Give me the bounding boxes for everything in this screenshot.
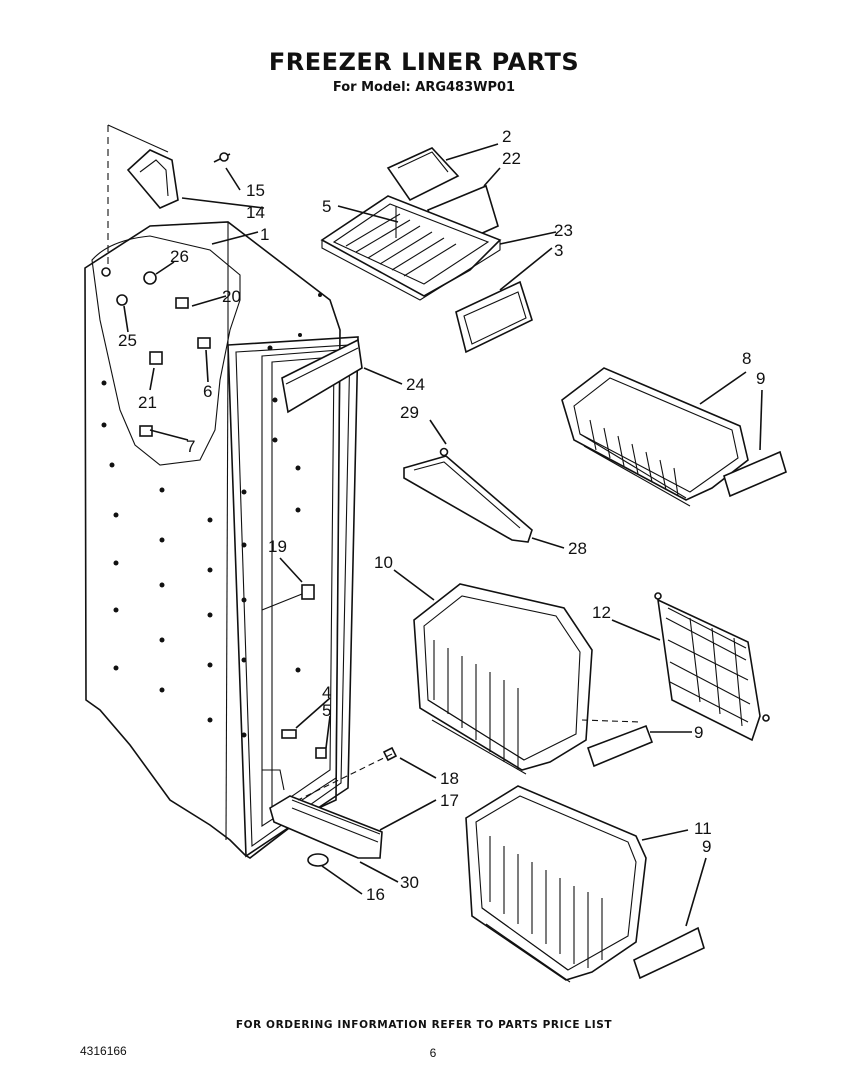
handle-bracket: [126, 149, 231, 209]
callout-30: 30: [400, 873, 419, 892]
basket-bottom: [465, 785, 705, 983]
callout-8: 8: [742, 349, 751, 368]
callout-9-middle: 9: [694, 723, 703, 742]
callout-25: 25: [118, 331, 137, 350]
callout-5-top: 5: [322, 197, 331, 216]
callout-29: 29: [400, 403, 419, 422]
callout-19: 19: [268, 537, 287, 556]
model-subtitle: For Model: ARG483WP01: [332, 80, 516, 95]
callout-5-bottom: 5: [322, 701, 331, 720]
callout-10: 10: [374, 553, 393, 572]
callout-7: 7: [186, 437, 195, 456]
callout-26: 26: [170, 247, 189, 266]
callout-18: 18: [440, 769, 459, 788]
callout-9-bottom: 9: [702, 837, 711, 856]
callout-9-top: 9: [756, 369, 765, 388]
callout-3: 3: [554, 241, 563, 260]
basket-top: [561, 367, 787, 507]
callout-6: 6: [203, 382, 212, 401]
callout-11: 11: [694, 819, 712, 838]
callout-28: 28: [568, 539, 587, 558]
callout-1: 1: [260, 225, 269, 244]
callout-17: 17: [440, 791, 459, 810]
door-shelf: [654, 592, 770, 742]
callout-labels: 1 2 3 4 5 5 6 7 8 9 9 9 10 11 12 14 15 1…: [118, 127, 765, 904]
freezer-liner: [84, 124, 398, 867]
callout-24: 24: [406, 375, 425, 394]
callout-15: 15: [246, 181, 265, 200]
basket-middle: [413, 583, 654, 775]
shelf-rail: [403, 447, 533, 543]
top-shelf-assembly: [320, 147, 533, 354]
page-number: 6: [429, 1046, 437, 1060]
callout-22: 22: [502, 149, 521, 168]
callout-21: 21: [138, 393, 157, 412]
page-title: FREEZER LINER PARTS: [268, 48, 580, 76]
callout-20: 20: [222, 287, 241, 306]
ordering-note: FOR ORDERING INFORMATION REFER TO PARTS …: [235, 1019, 613, 1031]
document-number: 4316166: [80, 1044, 127, 1058]
callout-4: 4: [322, 683, 331, 702]
shelf-trim: [281, 338, 363, 414]
leader-lines: [123, 143, 763, 927]
callout-16: 16: [366, 885, 385, 904]
callout-2: 2: [502, 127, 511, 146]
callout-14: 14: [246, 203, 265, 222]
callout-12: 12: [592, 603, 611, 622]
callout-23: 23: [554, 221, 573, 240]
